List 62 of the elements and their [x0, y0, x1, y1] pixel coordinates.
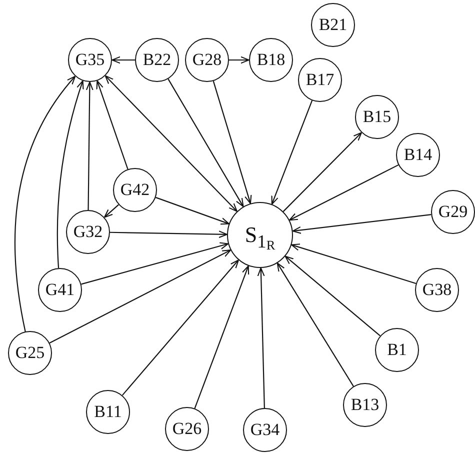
node-label: G25	[15, 343, 45, 363]
arrow	[282, 132, 362, 212]
node-label: G34	[250, 420, 280, 440]
arrow	[288, 164, 399, 221]
node-circle	[86, 390, 130, 434]
arrow	[81, 242, 229, 285]
node-circle	[113, 168, 157, 212]
node-label: G41	[45, 280, 75, 300]
node-label: B14	[404, 145, 432, 165]
arrow	[291, 244, 416, 284]
node-circle	[185, 38, 229, 82]
node-circle	[8, 331, 52, 375]
node-label: G38	[422, 280, 452, 300]
arrow	[229, 56, 250, 64]
node-label: G26	[172, 419, 202, 439]
arrow	[156, 196, 230, 225]
node-label: B17	[306, 70, 334, 90]
arrow	[56, 80, 84, 268]
node-label: G29	[438, 202, 468, 222]
arrow	[104, 204, 119, 218]
node-label: B11	[94, 402, 122, 422]
node-label: B21	[318, 15, 348, 35]
node-label: B15	[362, 107, 392, 127]
node-circle	[66, 210, 110, 254]
node-label: G35	[75, 50, 105, 70]
arrow	[257, 267, 265, 408]
node-circle	[227, 202, 293, 268]
node-label: G42	[120, 180, 150, 200]
node-circle	[343, 383, 387, 427]
node-circle	[249, 38, 293, 82]
arrow	[86, 81, 94, 210]
node-label: G32	[73, 222, 103, 242]
node-circle	[396, 133, 440, 177]
node-circle	[38, 268, 82, 312]
node-circle	[243, 408, 287, 452]
arrow	[122, 260, 240, 396]
node-label: B13	[350, 395, 380, 415]
node-circle	[135, 38, 179, 82]
arrow	[212, 80, 252, 204]
arrow	[111, 56, 135, 64]
node-circle	[165, 407, 209, 451]
node-circle	[375, 328, 419, 372]
arrow	[194, 265, 250, 409]
node-circle	[415, 268, 459, 312]
node-circle	[355, 95, 399, 139]
node-label: B22	[142, 50, 172, 70]
arrow	[292, 214, 432, 234]
node-circle	[298, 58, 342, 102]
arrow	[49, 250, 232, 344]
node-label: B18	[256, 50, 286, 70]
arrow	[276, 262, 354, 387]
arrow	[271, 100, 313, 205]
node-circle	[431, 190, 475, 234]
arrow	[168, 78, 244, 208]
node-circle	[311, 3, 355, 47]
node-label: G28	[192, 50, 222, 70]
arrow	[14, 76, 76, 332]
node-label: B1	[387, 340, 407, 360]
arrow	[110, 230, 228, 238]
arrow	[104, 75, 238, 212]
node-circle	[68, 38, 112, 82]
arrow	[96, 80, 128, 170]
